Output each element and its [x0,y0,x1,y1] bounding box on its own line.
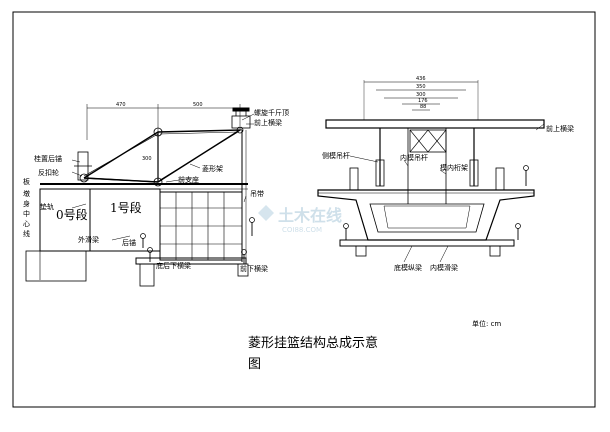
front-upper-beam-block [231,115,251,129]
label-front-support: 前支座 [178,175,199,184]
leader-hanger [243,195,247,203]
label-rear-anchor: 桂置后锚 [34,154,62,163]
svg-text:身: 身 [23,199,30,208]
leader-front-support [165,177,193,183]
front-dim-300-label: 300 [416,92,426,98]
front-lower-beam-block [237,263,249,277]
leader-bottom-beam [403,245,413,263]
label-front-upper-beam: 前上横梁 [254,118,282,127]
svg-text:线: 线 [23,229,30,238]
drawing-title-line1: 菱形挂篮结构总成示意 [248,335,378,351]
label-rhombus: 菱形架 [202,164,223,173]
svg-text:墩: 墩 [23,189,30,198]
bottom-beam-block-r [489,245,501,257]
box-girder-inner [369,203,485,233]
truss-diag [83,177,159,183]
watermark-logo-icon [258,205,274,221]
leader-inner-frame [439,169,447,175]
worker-figure-5 [343,223,349,240]
front-dim-350-label: 350 [416,84,426,90]
label-front-lower-beam: 前下横梁 [240,264,268,273]
jack-cap [232,107,250,112]
watermark-sub: COI88.COM [282,226,322,234]
leader-pad-rail [71,203,87,209]
front-upper-beam [325,119,545,129]
label-seg0: 0号段 [56,207,88,222]
watermark: 土木在线 COI88.COM [258,205,342,234]
truss-node-front [236,126,244,134]
truss-inner-2 [159,131,239,135]
label-hanger: 吊带 [250,190,264,198]
bottom-longitudinal-beam [135,257,247,265]
truss-node-bottom [153,177,163,187]
unit-label: 单位: cm [472,319,501,328]
label-inner-hanger: 内模吊杆 [400,153,428,162]
right-outer-post [495,167,505,191]
label-front-beam-right: 前上横梁 [546,124,574,133]
leader-front-beam-r [535,123,545,131]
front-dim-88-label: 88 [420,104,426,110]
label-outer-slide: 外滑梁 [78,235,99,244]
worker-figure-3 [249,217,255,236]
leader-rear-anchor [71,159,81,163]
label-top-screw: 螺旋千斤顶 [254,108,289,117]
svg-text:板: 板 [23,177,30,186]
leader-counter-wheel [71,171,83,177]
leader-side-hanger [349,155,379,163]
right-jack [469,159,479,187]
formwork-grid [159,191,243,261]
drawing-title-line2: 图 [248,357,261,372]
bottom-beam-block-l [355,245,367,257]
truss-node-top [153,127,163,137]
inner-formwork [383,205,471,229]
svg-text:心: 心 [23,220,30,228]
left-jack [375,159,385,187]
label-inner-slide: 内模滑梁 [430,263,458,272]
side-dim-470: 470 [116,102,126,108]
pier-base [25,250,87,282]
side-dim-500: 500 [193,102,203,108]
label-bottom-rear-beam: 底后下横梁 [156,261,191,270]
leader-top-screw [241,113,255,121]
leader-outer-slide [111,235,131,241]
box-girder-section [317,189,535,241]
label-pad-rail: 垫轨 [40,202,54,211]
side-dim-300: 300 [142,156,152,162]
pier-center-label: 板 墩 身 中 心 线 [23,177,30,238]
bottom-cross-beam [339,239,515,247]
truss-inner-3 [159,131,239,181]
leader-inner-slide [439,245,449,263]
worker-figure-7 [523,165,529,186]
left-outer-post [349,167,359,191]
svg-text:中: 中 [23,209,30,218]
truss-inner-1 [83,133,159,177]
worker-figure-4 [241,249,247,264]
front-dim-176-label: 176 [418,98,428,104]
worker-figure-2 [147,247,153,262]
drawing-border [12,11,596,408]
rear-lower-beam-block [139,263,155,287]
label-counter-wheel: 反扣轮 [38,168,59,177]
rhombus-truss [83,129,243,183]
worker-figure-1 [140,233,146,248]
label-seg1: 1号段 [110,200,142,215]
leader-rhombus [189,163,201,169]
label-bottom-beam: 底模纵梁 [394,263,422,272]
side-view: 470 500 300 [23,102,289,287]
worker-figure-6 [515,223,521,240]
leader-inner-hanger [403,159,409,167]
front-view: 436 350 300 176 88 [317,76,574,272]
watermark-text: 土木在线 [278,206,342,225]
inner-truss [409,129,447,153]
label-side-hanger: 侧模吊杆 [322,151,350,160]
label-rear-anchor-2: 后锚 [122,238,136,247]
label-inner-frame: 模内桁架 [440,163,468,172]
front-dim-436-label: 436 [416,76,426,82]
